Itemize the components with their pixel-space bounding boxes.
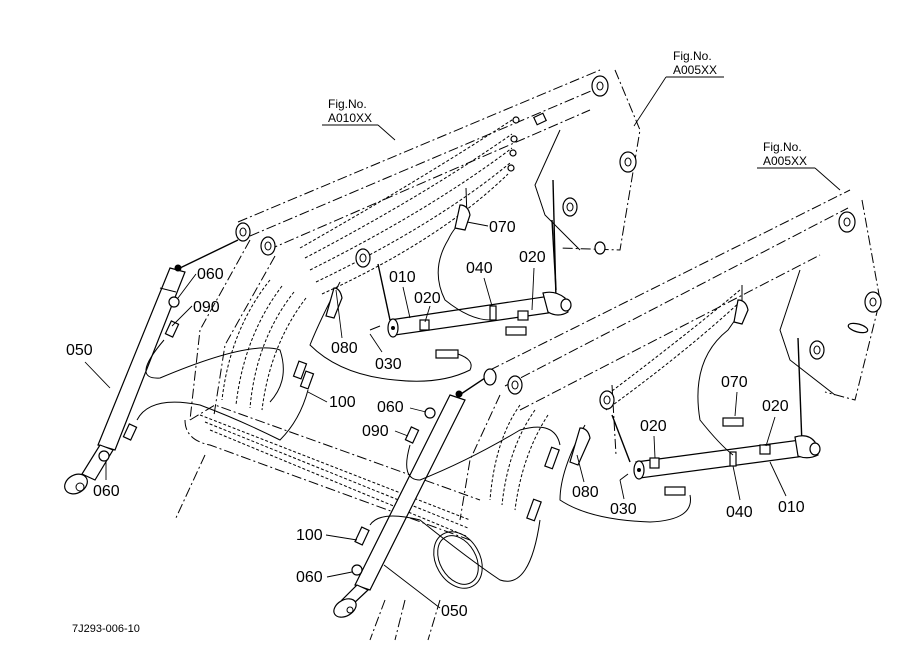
figure-ref-a005xx-right: Fig.No. A005XX <box>757 140 841 191</box>
right-bucket-cylinder <box>559 285 821 523</box>
callout-070[interactable]: 070 <box>721 374 748 391</box>
callout-020[interactable]: 020 <box>414 290 441 307</box>
callout-100[interactable]: 100 <box>296 527 323 544</box>
pivot-pin-icon <box>507 375 523 395</box>
adapter-icon <box>122 423 138 441</box>
right-loader-arm <box>459 189 882 521</box>
figure-ref-line1: Fig.No. <box>763 140 802 154</box>
figure-ref-line2: A010XX <box>328 111 372 125</box>
pivot-pin-icon <box>864 291 882 313</box>
callout-010[interactable]: 010 <box>778 499 805 516</box>
elbow-fitting-icon <box>351 564 363 576</box>
hose-fitting-icon <box>507 116 520 172</box>
pivot-pin-icon <box>619 151 637 173</box>
figure-ref-a010xx: Fig.No. A010XX <box>322 97 396 141</box>
left-bucket-cylinder <box>309 187 572 382</box>
callout-090[interactable]: 090 <box>193 299 220 316</box>
pivot-pin-icon <box>809 340 825 360</box>
hose-elbow-icon <box>454 204 471 231</box>
callout-060[interactable]: 060 <box>377 399 404 416</box>
callout-060[interactable]: 060 <box>93 483 120 500</box>
callout-080[interactable]: 080 <box>331 340 358 357</box>
pivot-pin-icon <box>483 368 497 386</box>
callout-080[interactable]: 080 <box>572 484 599 501</box>
elbow-fitting-icon <box>649 457 660 469</box>
adapter-icon <box>164 320 180 338</box>
hose-elbow-icon <box>733 299 749 325</box>
clip-icon <box>532 112 548 126</box>
adapter-icon <box>354 526 370 546</box>
elbow-fitting-icon <box>517 310 529 321</box>
pivot-pin-icon <box>235 222 371 268</box>
tee-fitting-icon <box>489 305 497 321</box>
callout-090[interactable]: 090 <box>362 423 389 440</box>
adapter-icon <box>435 349 459 359</box>
elbow-fitting-icon <box>424 407 436 419</box>
center-lift-cylinder <box>333 375 561 618</box>
callout-020[interactable]: 020 <box>519 249 546 266</box>
callout-060[interactable]: 060 <box>296 569 323 586</box>
left-loader-arm <box>189 69 641 421</box>
tee-fitting-icon <box>729 451 737 467</box>
pivot-pin-icon <box>562 197 578 217</box>
figure-ref-line2: A005XX <box>763 154 807 168</box>
callout-010[interactable]: 010 <box>389 269 416 286</box>
figure-ref-line2: A005XX <box>673 63 717 77</box>
figure-ref-line1: Fig.No. <box>673 49 712 63</box>
callout-020[interactable]: 020 <box>762 398 789 415</box>
adapter-icon <box>664 486 686 496</box>
callout-030[interactable]: 030 <box>375 356 402 373</box>
callout-050[interactable]: 050 <box>66 342 93 359</box>
callout-040[interactable]: 040 <box>466 260 493 277</box>
callout-020[interactable]: 020 <box>640 418 667 435</box>
callout-060[interactable]: 060 <box>197 266 224 283</box>
loader-frame <box>174 404 483 641</box>
pivot-pin-icon <box>599 390 615 410</box>
adapter-icon <box>505 326 527 336</box>
drawing-code: 7J293-006-10 <box>72 623 140 635</box>
pivot-pin-icon <box>591 75 609 97</box>
left-lift-cylinder <box>64 239 315 495</box>
callout-050[interactable]: 050 <box>441 603 468 620</box>
figure-ref-a005xx-top: Fig.No. A005XX <box>633 49 724 127</box>
pivot-pin-icon <box>838 211 856 233</box>
elbow-fitting-icon <box>168 296 180 308</box>
figure-ref-line1: Fig.No. <box>328 97 367 111</box>
adapter-icon <box>404 426 420 444</box>
callout-100[interactable]: 100 <box>329 394 356 411</box>
callout-040[interactable]: 040 <box>726 504 753 521</box>
callout-070[interactable]: 070 <box>489 219 516 236</box>
elbow-fitting-icon <box>759 444 771 455</box>
elbow-fitting-icon <box>98 450 110 462</box>
callout-030[interactable]: 030 <box>610 501 637 518</box>
elbow-fitting-icon <box>419 319 430 331</box>
adapter-icon <box>722 417 744 427</box>
